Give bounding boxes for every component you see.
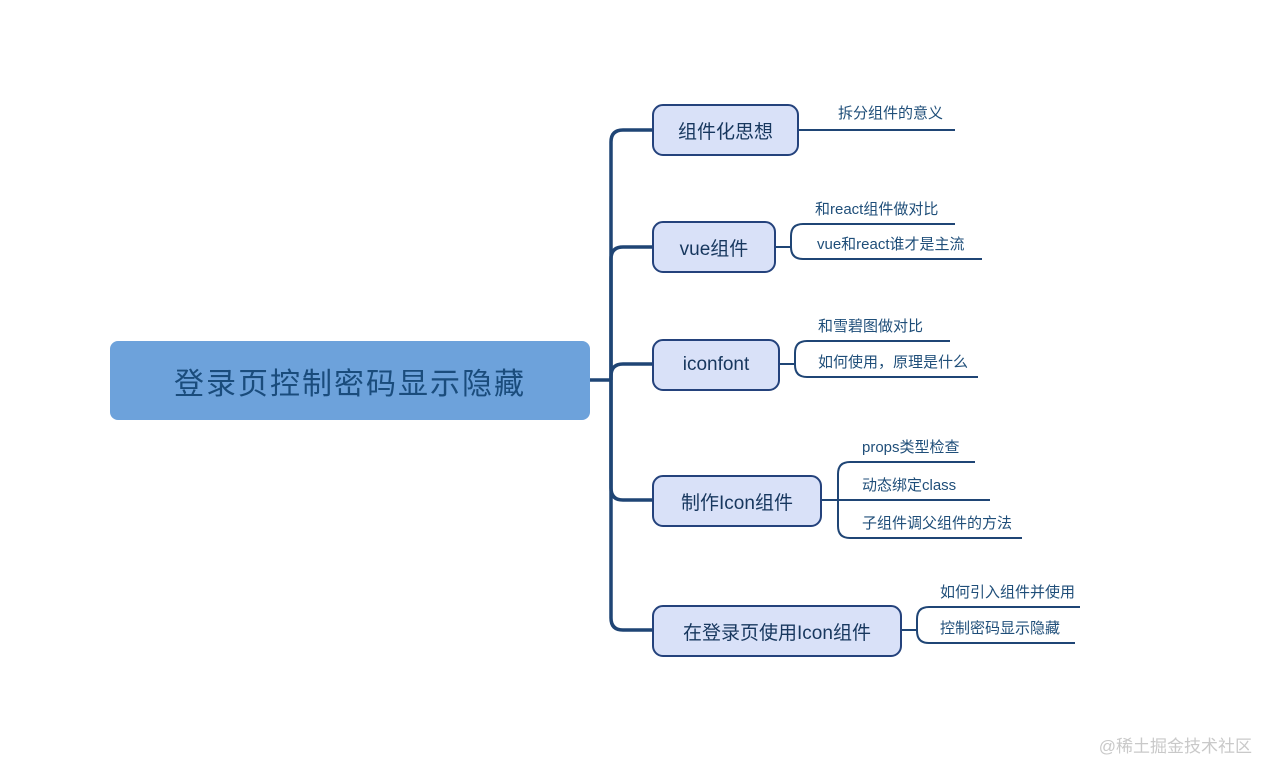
leaf-topic[interactable]: 动态绑定class (862, 477, 957, 494)
branch-node-component-thinking[interactable]: 组件化思想 (652, 104, 799, 156)
root-topic-node[interactable]: 登录页控制密码显示隐藏 (110, 341, 590, 420)
leaf-topic[interactable]: 和react组件做对比 (815, 201, 939, 218)
leaf-line-4-0 (837, 461, 975, 500)
leaf-topic[interactable]: 如何引入组件并使用 (940, 584, 1076, 601)
trunk-branch-4 (609, 380, 652, 502)
leaf-line-5-1 (916, 630, 1075, 644)
leaf-topic[interactable]: 拆分组件的意义 (838, 105, 944, 122)
leaf-topic[interactable]: 如何使用，原理是什么 (818, 354, 969, 371)
branch-node-make-icon-component[interactable]: 制作Icon组件 (652, 475, 822, 527)
leaf-line-3-1 (794, 364, 978, 378)
trunk-branch-2 (609, 245, 652, 380)
leaf-topic[interactable]: 控制密码显示隐藏 (940, 620, 1061, 637)
leaf-line-4-2 (837, 500, 1022, 539)
leaf-topic[interactable]: vue和react谁才是主流 (817, 236, 965, 253)
trunk-branch-3 (609, 362, 652, 380)
branch-node-vue-component[interactable]: vue组件 (652, 221, 776, 273)
juejin-watermark: @稀土掘金技术社区 (1098, 737, 1252, 756)
trunk-branch-5 (609, 380, 652, 632)
leaf-line-5-0 (916, 606, 1080, 630)
leaf-topic[interactable]: 和雪碧图做对比 (818, 318, 924, 335)
branch-node-iconfont[interactable]: iconfont (652, 339, 780, 391)
leaf-topic[interactable]: props类型检查 (862, 439, 960, 456)
leaf-topic[interactable]: 子组件调父组件的方法 (862, 515, 1013, 532)
branch-node-use-icon-in-login[interactable]: 在登录页使用Icon组件 (652, 605, 902, 657)
trunk-branch-1 (609, 128, 652, 380)
leaf-line-2-1 (790, 246, 982, 260)
leaf-line-3-0 (794, 340, 950, 364)
leaf-line-2-0 (790, 223, 955, 247)
